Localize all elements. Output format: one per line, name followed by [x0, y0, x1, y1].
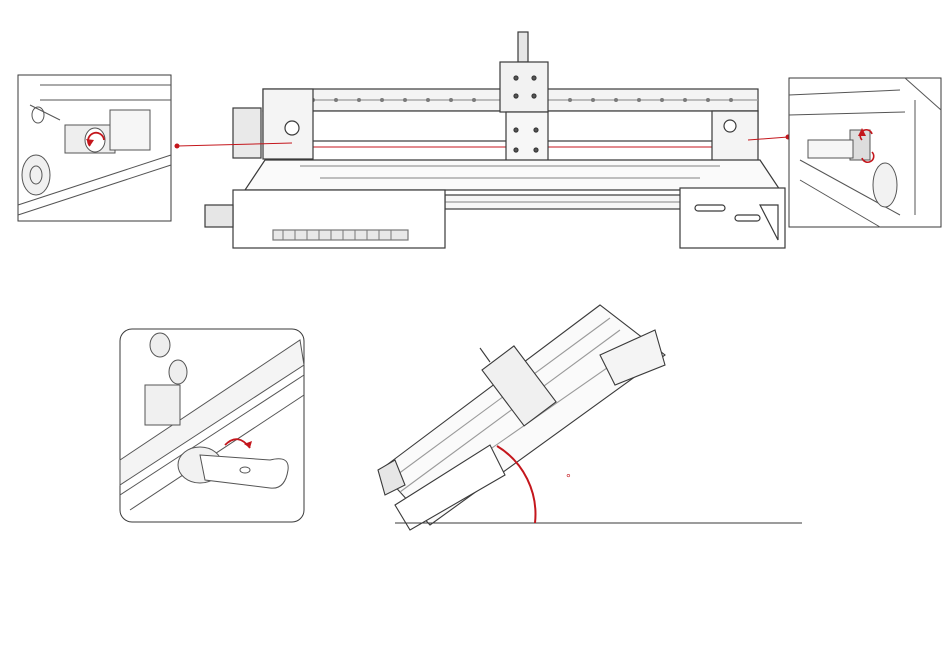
- right-side-plate: [712, 111, 758, 161]
- left-motor: [233, 108, 261, 158]
- angle-degree-symbol: °: [566, 471, 571, 485]
- left-eccentric-nut-detail: [18, 75, 171, 221]
- callout-dot-icon: [175, 144, 180, 149]
- base-frame-top: [245, 160, 780, 190]
- front-slot-pattern: [273, 230, 408, 240]
- spindle-rod: [518, 32, 528, 62]
- wrench-adjust-detail: [120, 329, 304, 522]
- carriage-upper: [500, 62, 548, 112]
- cnc-machine-front-view: [205, 32, 785, 248]
- left-front-motor: [205, 205, 233, 227]
- machine-tilted-view: [378, 305, 665, 530]
- right-eccentric-nut-detail: [789, 78, 941, 227]
